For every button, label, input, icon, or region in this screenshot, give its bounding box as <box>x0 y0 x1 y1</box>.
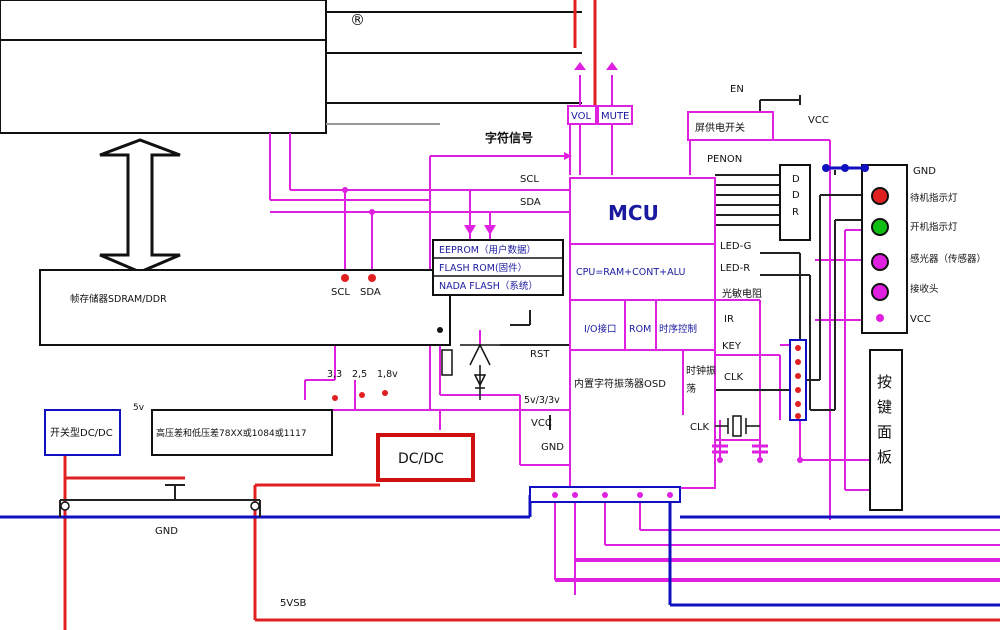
mute-label: MUTE <box>601 111 629 122</box>
arrowheads <box>464 62 618 235</box>
rst-label: RST <box>530 349 550 360</box>
volt-18-label: 1,8v <box>377 369 398 380</box>
vol-label: VOL <box>571 111 592 122</box>
standby-led-label: 待机指示灯 <box>910 192 958 204</box>
sda-label: SDA <box>520 197 541 208</box>
ir-label: IR <box>724 314 734 325</box>
char-signal-label: 字符信号 <box>485 130 533 145</box>
key-panel-char-4: 板 <box>877 448 892 466</box>
rom-label: ROM <box>629 324 651 335</box>
led-g-label: LED-G <box>720 241 751 252</box>
frame-memory-label: 帧存储器SDRAM/DDR <box>70 293 167 305</box>
v5vsb-label: 5VSB <box>280 598 307 609</box>
light-sensor-label: 感光器（传感器） <box>910 253 986 265</box>
main-chip-box <box>0 0 582 134</box>
switch-dcdc-label: 开关型DC/DC <box>50 426 113 439</box>
key-panel-char-3: 面 <box>877 423 892 441</box>
junction-dots <box>60 164 889 511</box>
scl-label: SCL <box>520 174 539 185</box>
gnd-mid-label: GND <box>541 442 564 453</box>
power-led-label: 开机指示灯 <box>910 221 958 233</box>
vcc-mid-label: VCC <box>531 418 552 429</box>
light-sensor-dot <box>871 253 889 271</box>
frame-memory-arrow <box>99 138 181 274</box>
v5-label: 5v <box>133 403 145 413</box>
ddr-d2: D <box>792 190 800 201</box>
key-label: KEY <box>722 341 742 352</box>
led-r-label: LED-R <box>720 263 750 274</box>
photoresistor-label: 光敏电阻 <box>722 287 762 300</box>
ddr-d1: D <box>792 174 800 185</box>
osd-label: 内置字符振荡器OSD <box>574 377 666 390</box>
mcu-title: MCU <box>608 201 659 225</box>
clock-osc-label-2: 荡 <box>686 383 696 395</box>
power-led-dot <box>871 218 889 236</box>
standby-led-dot <box>871 187 889 205</box>
v5v33-label: 5v/3/3v <box>524 395 560 406</box>
nand-flash-label: NADA FLASH（系统） <box>439 280 538 292</box>
boxes <box>39 105 908 511</box>
en-label: EN <box>730 84 744 95</box>
key-panel-char-2: 键 <box>877 398 892 416</box>
gnd-right-label: GND <box>913 166 936 177</box>
regulator-label: 高压差和低压差78XX或1084或1117 <box>156 427 307 439</box>
blue-wires <box>0 166 1000 607</box>
vcc-right-label: VCC <box>910 314 931 325</box>
flash-rom-label: FLASH ROM(固件） <box>439 262 527 274</box>
scl-pin-label: SCL <box>331 287 350 298</box>
clock-osc-label-1: 时钟振 <box>686 364 716 377</box>
registered-mark: ® <box>350 11 365 29</box>
eeprom-label: EEPROM（用户数据） <box>439 244 536 256</box>
clk-label: CLK <box>724 372 744 383</box>
cpu-label: CPU=RAM+CONT+ALU <box>576 267 685 278</box>
io-label: I/O接口 <box>584 323 616 335</box>
penon-label: PENON <box>707 154 742 165</box>
vcc-top-label: VCC <box>808 115 829 126</box>
volt-25-label: 2,5 <box>352 369 367 380</box>
ddr-r: R <box>792 207 799 218</box>
magenta-thick-wires <box>555 558 1000 582</box>
clk-bottom-label: CLK <box>690 422 710 433</box>
key-panel-char-1: 按 <box>877 373 892 391</box>
screen-power-switch-label: 屏供电开关 <box>695 121 745 134</box>
dcdc-label: DC/DC <box>398 451 444 467</box>
gnd-bottom-label: GND <box>155 526 178 537</box>
rst-transistor <box>460 344 500 400</box>
sda-pin-label: SDA <box>360 287 381 298</box>
timing-label: 时序控制 <box>659 323 697 335</box>
receiver-label: 接收头 <box>910 283 939 295</box>
receiver-dot <box>871 283 889 301</box>
clock-crystal <box>715 418 760 434</box>
volt-33-label: 3,3 <box>327 369 342 380</box>
clk-capacitors <box>712 444 768 454</box>
